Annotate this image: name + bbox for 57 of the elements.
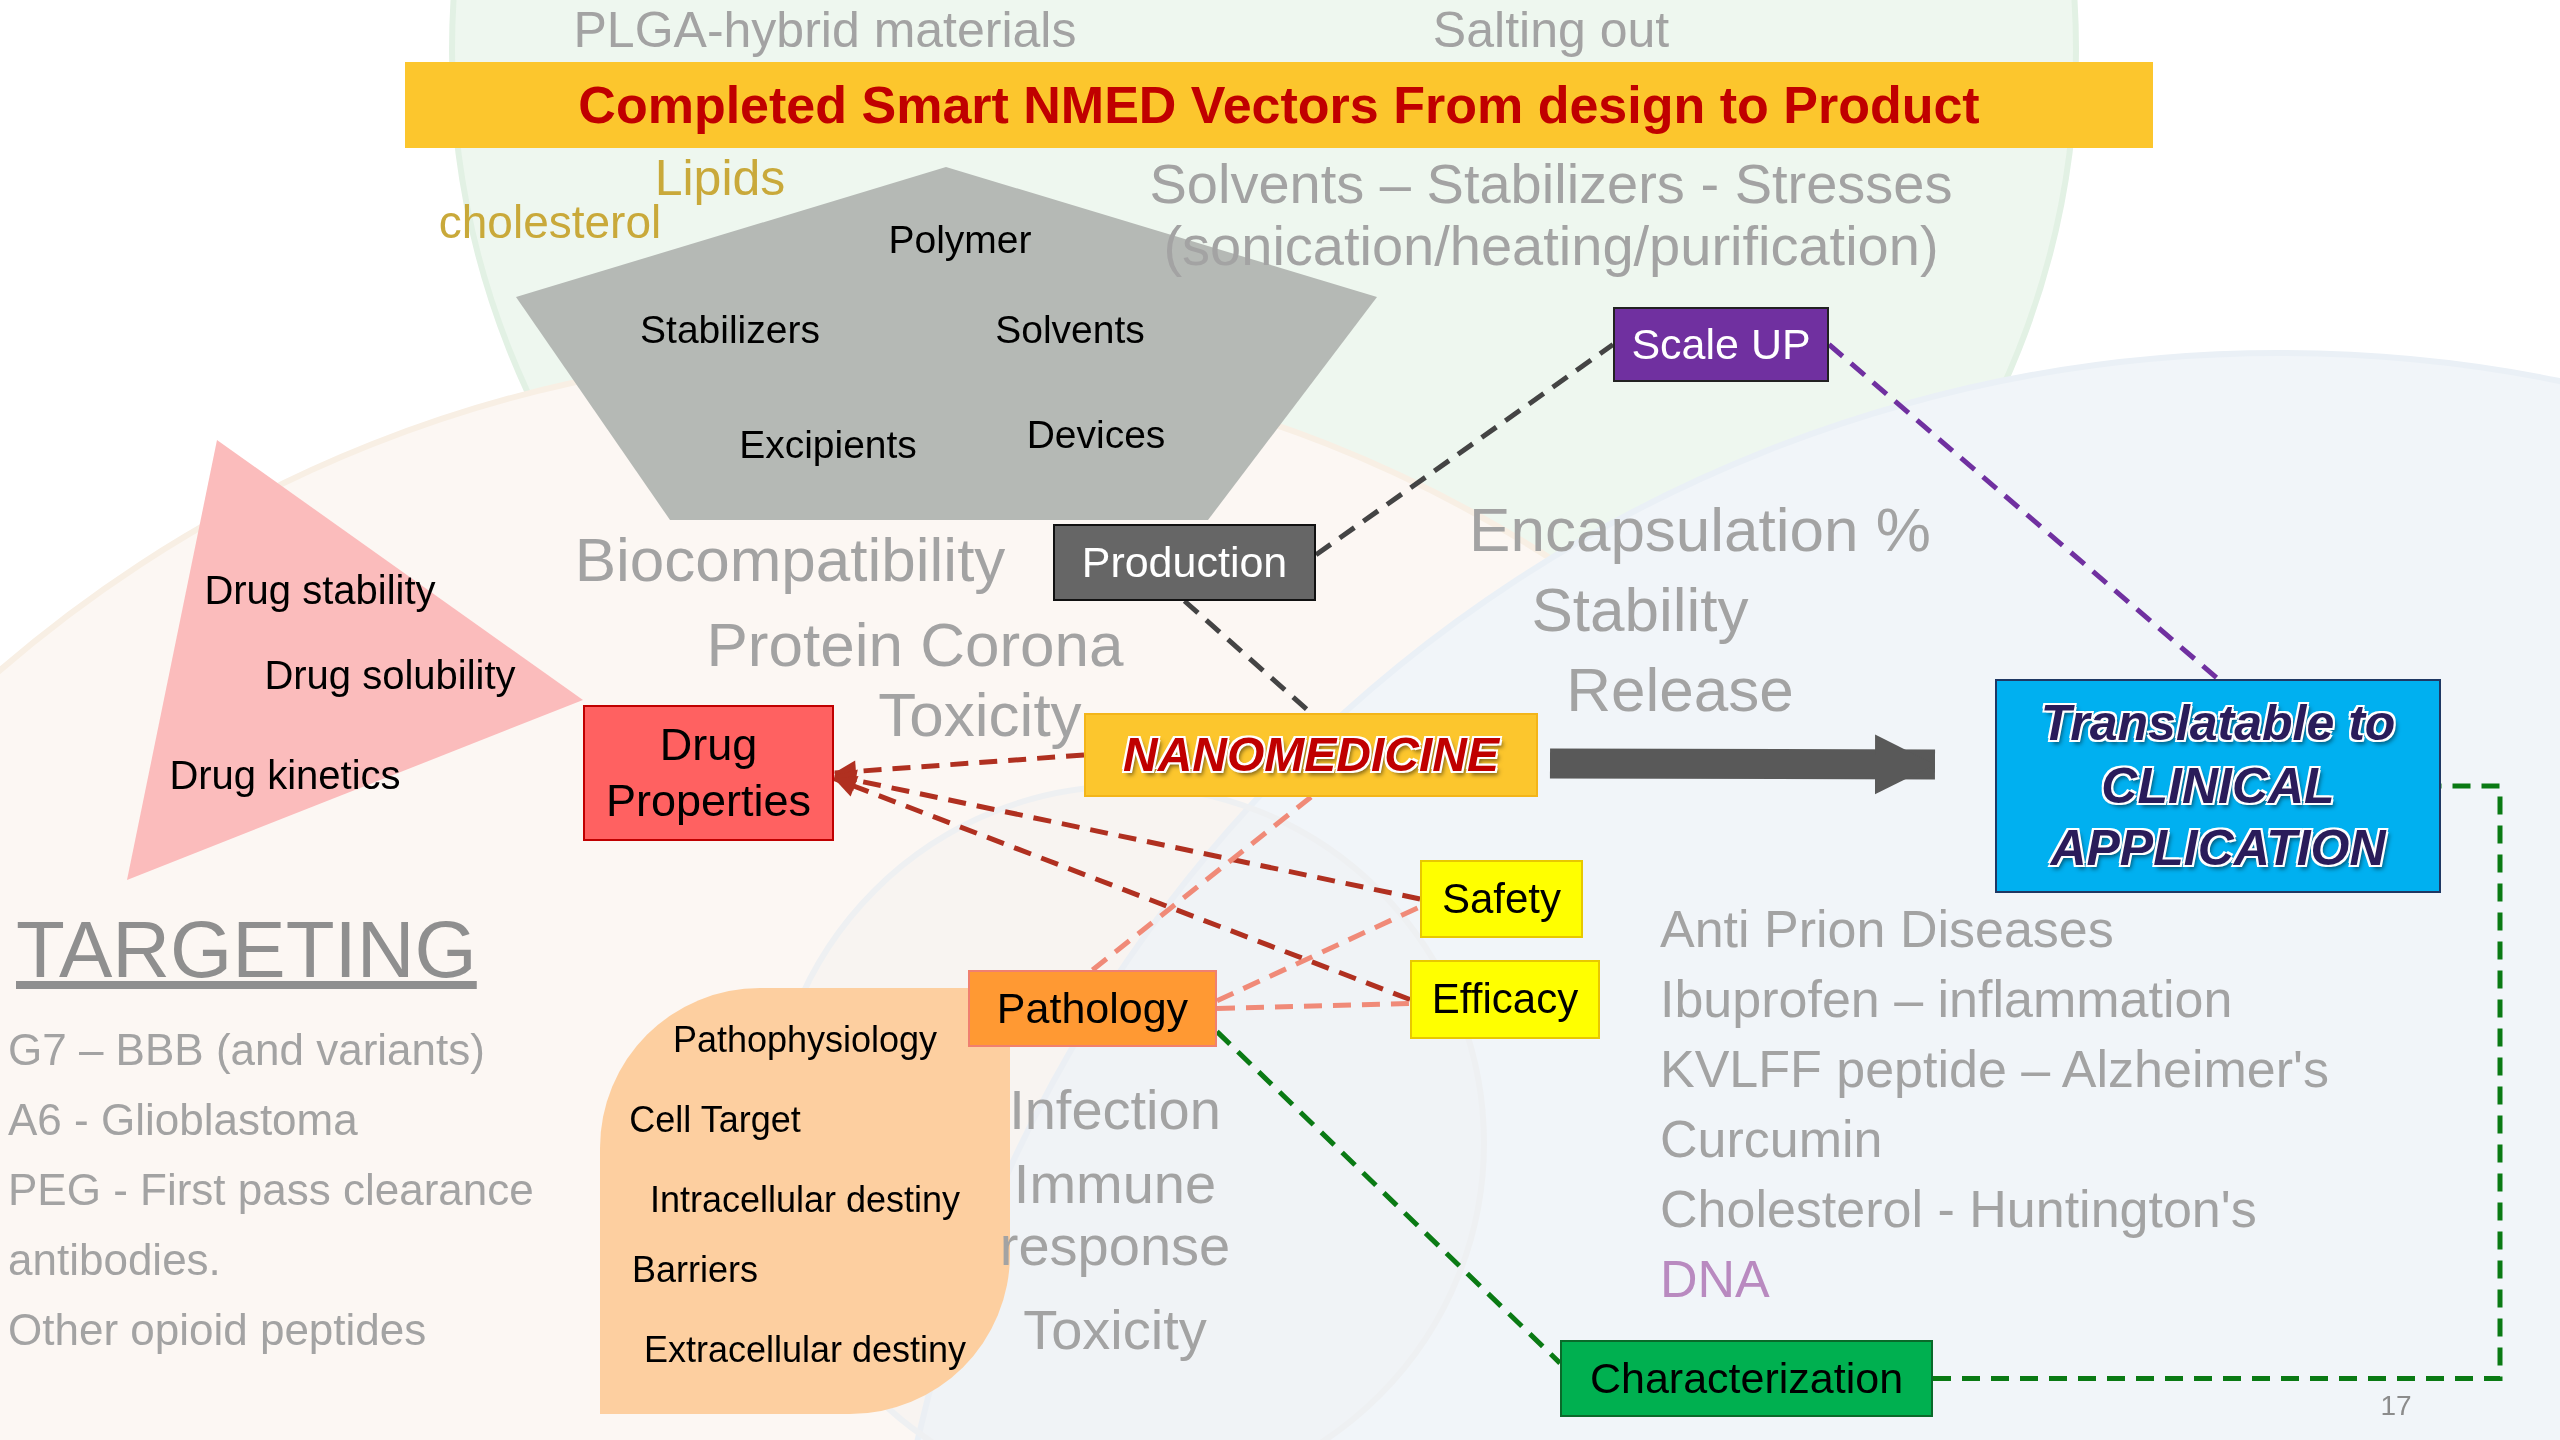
dashed-connector xyxy=(1216,1000,1411,1011)
background-text: Cholesterol - Huntington's xyxy=(1660,1181,2257,1239)
dashed-connector xyxy=(1314,342,1615,557)
background-text: Curcumin xyxy=(1660,1111,1883,1169)
process-box: Efficacy xyxy=(1410,960,1600,1039)
dashed-arrow xyxy=(833,776,1411,1002)
shape-label: Cell Target xyxy=(629,1100,801,1140)
background-text: Anti Prion Diseases xyxy=(1660,901,2114,959)
shape-label: Polymer xyxy=(888,218,1032,262)
background-text: KVLFF peptide – Alzheimer's xyxy=(1660,1041,2329,1099)
dashed-connector xyxy=(1215,1029,1562,1365)
shape-label: Pathophysiology xyxy=(672,1020,938,1060)
dashed-arrow xyxy=(833,752,1085,783)
shape-label: Solvents xyxy=(995,308,1145,352)
background-text: PEG - First pass clearance xyxy=(8,1165,534,1215)
dashed-arrow xyxy=(833,769,1421,902)
background-text: PLGA-hybrid materials xyxy=(573,2,1077,58)
background-text: Release xyxy=(1566,655,1794,725)
background-text: A6 - Glioblastoma xyxy=(8,1095,358,1145)
process-box: Safety xyxy=(1420,860,1583,938)
background-text: antibodies. xyxy=(8,1235,221,1285)
shape-label: Barriers xyxy=(632,1250,758,1290)
background-text: TARGETING xyxy=(16,906,477,994)
background-text: Other opioid peptides xyxy=(8,1305,427,1355)
shape-label: Extracellular destiny xyxy=(643,1330,967,1370)
background-text: Infection xyxy=(1009,1079,1221,1141)
background-text: Encapsulation % xyxy=(1469,495,1931,565)
process-box: NANOMEDICINE xyxy=(1084,713,1538,797)
process-box: Drug Properties xyxy=(583,705,834,841)
slide-title: Completed Smart NMED Vectors From design to Product xyxy=(405,62,2153,148)
shape-label: Devices xyxy=(1026,413,1166,457)
background-text: Biocompatibility xyxy=(574,525,1006,595)
background-text: Salting out xyxy=(1432,2,1670,58)
dashed-connector xyxy=(1090,795,1313,972)
background-text: DNA xyxy=(1660,1251,1770,1309)
background-text: Stability xyxy=(1531,575,1749,645)
background-text: G7 – BBB (and variants) xyxy=(8,1025,485,1075)
background-text: Toxicity xyxy=(878,680,1082,750)
process-box: Characterization xyxy=(1560,1340,1933,1417)
process-box: Scale UP xyxy=(1613,307,1829,382)
background-text: Protein Corona xyxy=(706,610,1124,680)
process-box: Production xyxy=(1053,524,1316,601)
shape-label: Drug stability xyxy=(204,568,436,612)
background-text: cholesterol xyxy=(438,196,662,248)
background-text: Ibuprofen – inflammation xyxy=(1660,971,2233,1029)
shape-label: Drug solubility xyxy=(264,653,516,697)
dashed-connector xyxy=(1933,783,2503,1381)
block-arrow xyxy=(1549,734,1936,795)
dashed-connector xyxy=(1827,342,2220,681)
shape-label: Drug kinetics xyxy=(169,753,401,797)
shape-label: Intracellular destiny xyxy=(649,1180,961,1220)
process-box: Translatable to CLINICAL APPLICATION xyxy=(1995,679,2441,893)
shape-label: Excipients xyxy=(739,423,917,467)
page-number: 17 xyxy=(2380,1390,2412,1422)
background-text: Toxicity xyxy=(1023,1299,1207,1361)
shape-label: Stabilizers xyxy=(640,308,820,352)
process-box: Pathology xyxy=(968,970,1217,1047)
